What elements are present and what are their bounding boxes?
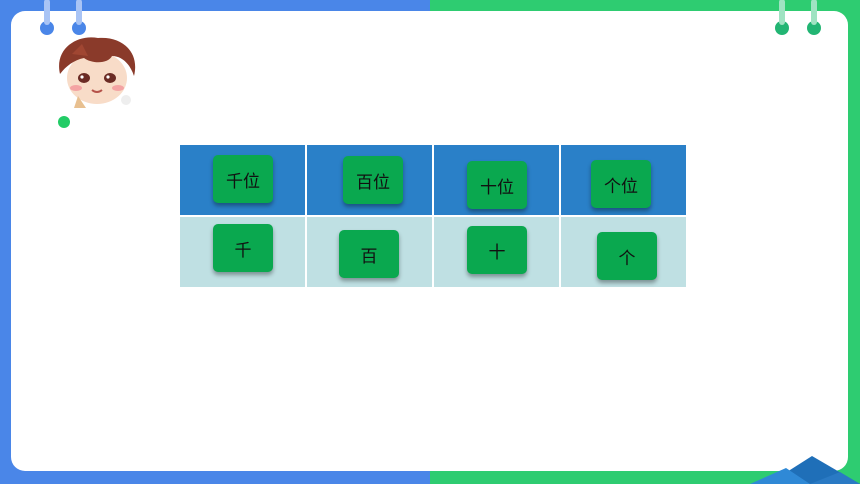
unit-cell: 百	[306, 216, 434, 287]
cartoon-boy-avatar	[59, 37, 136, 108]
header-cell: 千位	[180, 145, 307, 217]
unit-cell: 千	[180, 216, 307, 287]
unit-cell: 个	[560, 216, 686, 287]
binder-ring-icon	[775, 0, 789, 35]
unit-chip-thousand[interactable]: 千	[213, 224, 273, 272]
binder-ring-icon	[807, 0, 821, 35]
header-chip-hundreds[interactable]: 百位	[343, 156, 403, 204]
header-cell: 个位	[560, 145, 686, 217]
header-cell: 十位	[433, 145, 561, 217]
header-chip-thousands[interactable]: 千位	[213, 155, 273, 203]
unit-chip-one[interactable]: 个	[597, 232, 657, 280]
table-row: 千 百 十 个	[180, 216, 686, 287]
header-cell: 百位	[306, 145, 434, 217]
binder-ring-icon	[40, 0, 54, 35]
binder-ring-icon	[72, 0, 86, 35]
unit-chip-ten[interactable]: 十	[467, 226, 527, 274]
table-header-row: 千位 百位 十位 个位	[180, 145, 686, 217]
unit-chip-hundred[interactable]: 百	[339, 230, 399, 278]
header-chip-tens[interactable]: 十位	[467, 161, 527, 209]
header-chip-ones[interactable]: 个位	[591, 160, 651, 208]
unit-cell: 十	[433, 216, 561, 287]
place-value-table: 千位 百位 十位 个位 千 百 十 个	[180, 145, 686, 287]
corner-decoration-icon	[750, 456, 860, 484]
green-dot-marker	[58, 116, 70, 128]
